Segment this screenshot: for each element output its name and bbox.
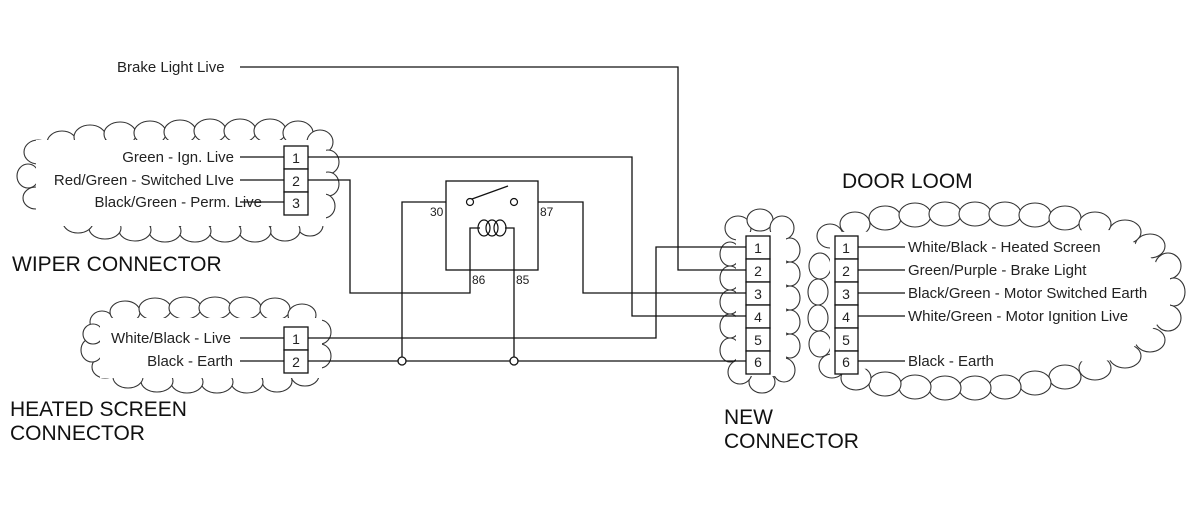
relay-pin-87-label: 87 (540, 205, 554, 219)
door-loom-title: DOOR LOOM (842, 170, 973, 193)
heated-screen-title-line1: HEATED SCREEN (10, 398, 187, 421)
new-connector-cloud (719, 208, 801, 394)
heated-screen-title-line2: CONNECTOR (10, 422, 145, 445)
new-pin-number: 6 (754, 354, 762, 370)
junction-dot (397, 356, 407, 366)
new-pin-number: 3 (754, 286, 762, 302)
heated-pin-label: Black - Earth (147, 353, 233, 370)
new-pin-number: 1 (754, 240, 762, 256)
door-pin-number: 5 (842, 332, 850, 348)
heated-pin-number: 1 (292, 331, 300, 347)
door-pin-number: 4 (842, 309, 850, 325)
wiper-pin-label: Black/Green - Perm. Live (94, 194, 262, 211)
door-pin-number: 1 (842, 240, 850, 256)
wires (240, 66, 746, 366)
door-pin-label: Black - Earth (908, 353, 994, 370)
relay-pin-30-label: 30 (430, 205, 444, 219)
new-pin-number: 4 (754, 309, 762, 325)
wiper-connector: 1 2 3 Green - Ign. Live Red/Green - Swit… (12, 145, 309, 276)
wiper-pin-number: 3 (292, 195, 300, 211)
relay-pin-86-label: 86 (472, 273, 486, 287)
junction-dot (509, 356, 519, 366)
new-connector: 1 2 3 4 5 6 NEW CONNECTOR (724, 235, 859, 453)
wiper-pin-label: Green - Ign. Live (122, 149, 234, 166)
wiper-pin-number: 1 (292, 150, 300, 166)
door-pin-label: Green/Purple - Brake Light (908, 262, 1087, 279)
door-pin-label: White/Green - Motor Ignition Live (908, 308, 1128, 325)
door-pin-number: 6 (842, 354, 850, 370)
wiper-connector-title: WIPER CONNECTOR (12, 253, 222, 276)
wiper-cloud (16, 118, 340, 243)
door-loom: 1 2 3 4 5 6 White/Black - Heated Screen … (834, 170, 1147, 375)
door-loom-cloud (807, 201, 1186, 401)
door-pin-number: 2 (842, 263, 850, 279)
brake-light-live-label: Brake Light Live (117, 59, 225, 76)
new-connector-title-line2: CONNECTOR (724, 430, 859, 453)
heated-pin-number: 2 (292, 354, 300, 370)
wiper-pin-number: 2 (292, 173, 300, 189)
heated-pin-label: White/Black - Live (111, 330, 231, 347)
new-pin-number: 5 (754, 332, 762, 348)
heated-screen-connector: 1 2 White/Black - Live Black - Earth HEA… (10, 326, 309, 445)
relay: 30 87 86 85 (430, 180, 554, 287)
door-pin-number: 3 (842, 286, 850, 302)
new-connector-title-line1: NEW (724, 406, 773, 429)
door-pin-label: White/Black - Heated Screen (908, 239, 1101, 256)
door-pin-label: Black/Green - Motor Switched Earth (908, 285, 1147, 302)
wiper-pin-label: Red/Green - Switched LIve (54, 172, 234, 189)
relay-pin-85-label: 85 (516, 273, 530, 287)
new-pin-number: 2 (754, 263, 762, 279)
